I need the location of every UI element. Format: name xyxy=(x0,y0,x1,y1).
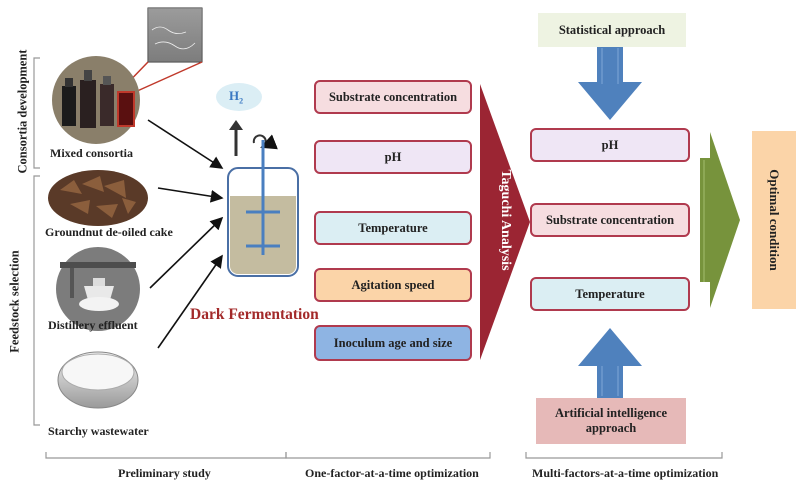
ofat-ph-box: pH xyxy=(314,140,472,174)
taguchi-arrow xyxy=(480,84,530,360)
distillery-label: Distillery effluent xyxy=(48,318,138,332)
dark-fermentation-label: Dark Fermentation xyxy=(190,306,319,323)
consortia-development-label: Consortia development xyxy=(15,49,30,174)
h2-label: H2 xyxy=(229,88,243,106)
mfat-ph-box: pH xyxy=(530,128,690,162)
ofat-temperature-box: Temperature xyxy=(314,211,472,245)
fermentation-reactor xyxy=(227,140,299,277)
mixed-consortia-photo xyxy=(52,56,140,144)
statistical-approach-box: Statistical approach xyxy=(538,13,686,47)
ofat-substrate-concentration-box: Substrate concentration xyxy=(314,80,472,114)
statistical-down-arrow xyxy=(578,44,642,120)
mfat-temperature-box: Temperature xyxy=(530,277,690,311)
taguchi-analysis-label: Taguchi Analysis xyxy=(498,169,513,271)
h2-symbol: H xyxy=(229,88,240,103)
gas-release-arrow xyxy=(229,120,243,156)
feedstock-selection-label: Feedstock selection xyxy=(7,250,22,353)
h2-bubble xyxy=(216,83,262,111)
phase-brackets xyxy=(45,452,723,459)
arrow-groundnut-to-reactor xyxy=(157,187,224,203)
mfat-substrate-concentration-box: Substrate concentration xyxy=(530,203,690,237)
ofat-agitation-speed-box: Agitation speed xyxy=(314,268,472,302)
stirring-curl-icon xyxy=(252,134,278,150)
phase-preliminary-label: Preliminary study xyxy=(118,466,211,480)
optimal-condition-label: Optimal condition xyxy=(767,169,782,271)
arrow-consortia-to-reactor xyxy=(147,119,224,169)
starchy-wastewater-photo xyxy=(57,351,139,409)
phase-mfat-label: Multi-factors-at-a-time optimization xyxy=(532,466,719,480)
arrow-starchy-to-reactor xyxy=(157,254,223,349)
distillery-effluent-photo xyxy=(56,247,140,331)
groundnut-label: Groundnut de-oiled cake xyxy=(45,225,173,239)
phase-ofat-label: One-factor-at-a-time optimization xyxy=(305,466,479,480)
sem-inset-image xyxy=(147,7,203,63)
starchy-label: Starchy wastewater xyxy=(48,424,149,438)
feedstock-bracket xyxy=(33,175,40,426)
mixed-consortia-label: Mixed consortia xyxy=(50,146,133,160)
groundnut-cake-photo xyxy=(48,170,148,226)
ofat-inoculum-box: Inoculum age and size xyxy=(314,325,472,361)
ai-up-arrow xyxy=(578,328,642,398)
consortia-bracket xyxy=(33,57,40,169)
h2-subscript: 2 xyxy=(239,96,244,106)
ai-approach-box: Artificial intelligence approach xyxy=(536,398,686,444)
optimal-condition-box xyxy=(752,131,796,309)
green-output-arrow xyxy=(700,132,740,308)
arrow-distillery-to-reactor xyxy=(149,216,224,289)
